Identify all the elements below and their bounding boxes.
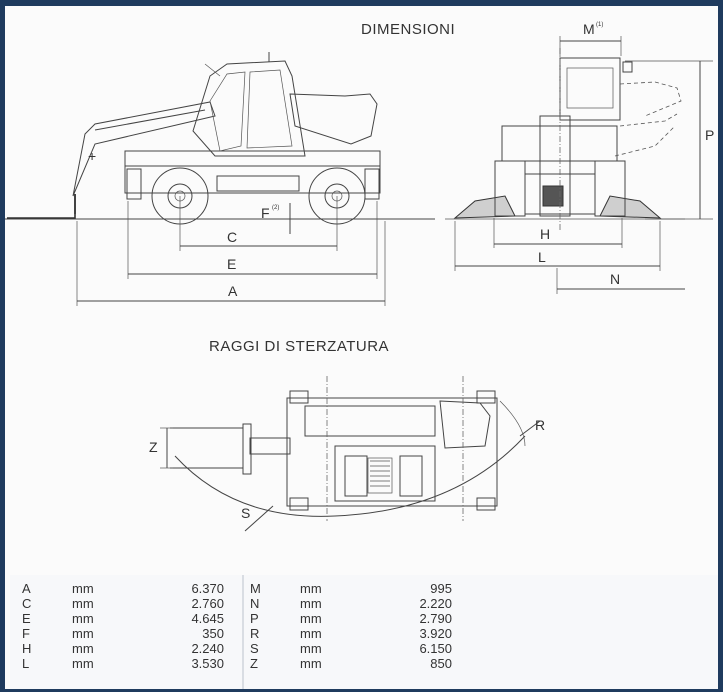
label-s: S [241, 505, 250, 521]
label-m: M [583, 21, 595, 37]
side-view: + C E A F (2) [5, 52, 435, 306]
label-a: A [228, 283, 238, 299]
label-c: C [227, 229, 237, 245]
title-steering: RAGGI DI STERZATURA [209, 338, 389, 355]
label-l: L [538, 249, 546, 265]
label-z: Z [149, 439, 158, 455]
label-e: E [227, 256, 236, 272]
label-f: F [261, 205, 270, 221]
label-p: P [705, 127, 714, 143]
table-divider [242, 575, 244, 689]
svg-text:+: + [88, 148, 96, 164]
title-dimensions: DIMENSIONI [361, 21, 455, 38]
top-view: Z S R [149, 376, 545, 532]
label-f-sup: (2) [272, 205, 279, 211]
label-m-sup: (1) [596, 22, 603, 28]
label-n: N [610, 271, 620, 287]
label-h: H [540, 226, 550, 242]
technical-drawing: DIMENSIONI + C [5, 21, 714, 532]
label-r: R [535, 417, 545, 433]
front-view: M (1) P H L N [445, 21, 714, 294]
